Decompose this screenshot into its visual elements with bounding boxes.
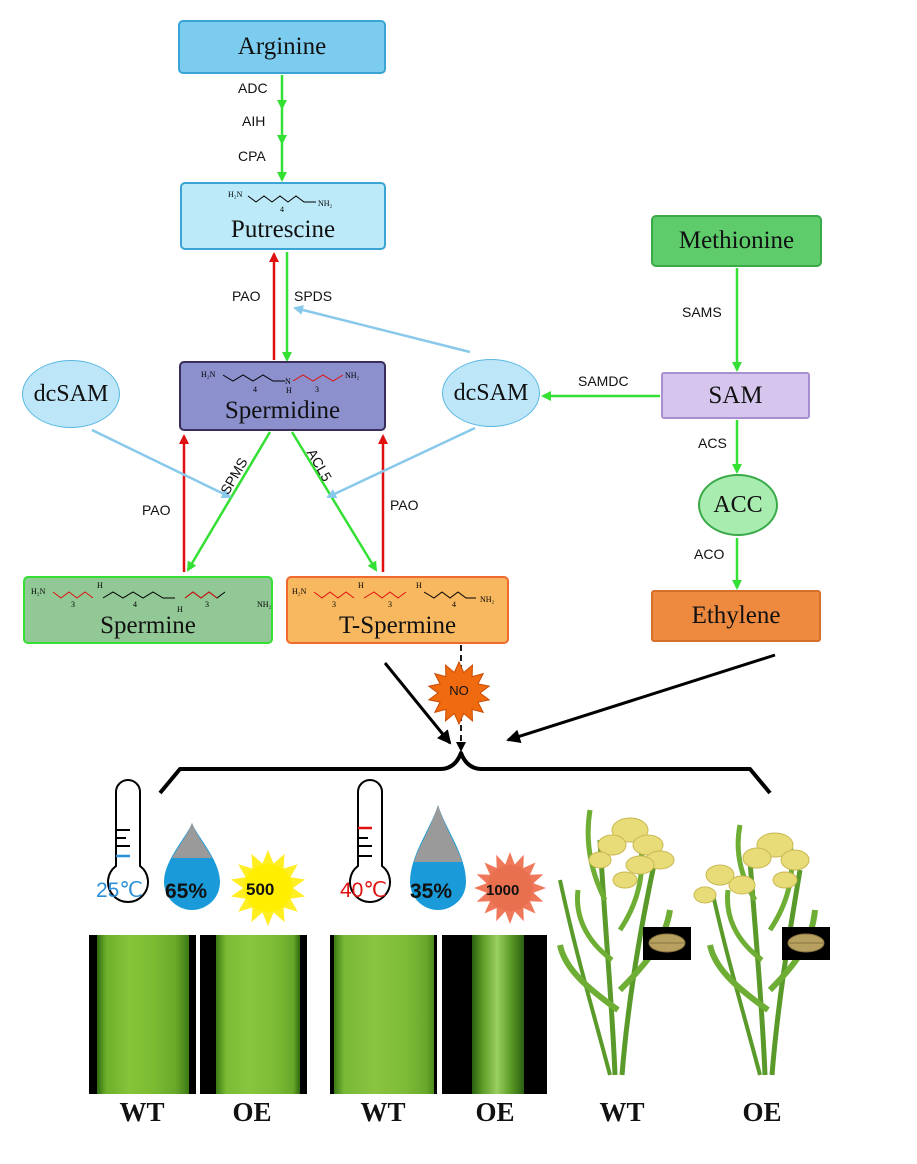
spermine-h2n: H₂N [31, 587, 46, 596]
tspermine-n3: 4 [452, 600, 456, 609]
spermidine-label: Spermidine [224, 397, 341, 424]
sam-box: SAM [661, 372, 810, 419]
label-wt-2: WT [360, 1097, 406, 1127]
enzyme-aco: ACO [694, 546, 725, 562]
ethylene-label: Ethylene [691, 602, 781, 629]
humidity-normal-label: 65% [165, 880, 208, 903]
enzyme-spds: SPDS [294, 288, 333, 304]
temp-normal-label: 25℃ [96, 879, 143, 902]
enzyme-sams: SAMS [682, 304, 722, 320]
arrow-polyamine-to-phenotype [383, 662, 452, 745]
putrescine-h2n: H₂N [228, 190, 243, 199]
tspermine-nh2: NH₂ [480, 595, 495, 604]
spermine-h1: H [97, 581, 103, 590]
dcsam-left-oval: dcSAM [22, 360, 120, 428]
leaf-photo-oe-normal [200, 935, 307, 1094]
tspermine-h1: H [358, 581, 364, 590]
arrow-spms [186, 431, 272, 572]
spermine-h2: H [177, 605, 183, 614]
enzyme-acs: ACS [698, 435, 727, 451]
water-drop-stress-icon [410, 805, 466, 910]
spermine-label: Spermine [100, 612, 196, 639]
spermine-n2: 4 [133, 600, 137, 609]
spermine-n3: 3 [205, 600, 209, 609]
dcsam-left-label: dcSAM [33, 380, 109, 407]
no-burst-icon [427, 660, 491, 726]
label-oe-2: OE [475, 1097, 515, 1127]
leaf-photo-oe-stress [442, 935, 547, 1094]
sam-label: SAM [708, 381, 763, 409]
thermometer-normal-icon [107, 779, 149, 903]
enzyme-pao-left: PAO [142, 502, 171, 518]
arrow-acl5 [290, 431, 378, 572]
ethylene-box: Ethylene [651, 590, 821, 642]
light-normal-label: 500 [246, 880, 275, 899]
tspermine-h2n: H₂N [292, 587, 307, 596]
dcsam-right-label: dcSAM [453, 379, 529, 406]
putrescine-box: H₂N NH₂ 4 Putrescine [180, 182, 386, 250]
putrescine-structure: H₂N NH₂ 4 [228, 190, 333, 214]
seed-inset-oe [782, 927, 830, 960]
tspermine-n2: 3 [388, 600, 392, 609]
dcsam-right-oval: dcSAM [442, 359, 540, 427]
spermidine-nh2: NH₂ [345, 371, 360, 380]
label-oe-3: OE [742, 1097, 782, 1127]
arginine-label: Arginine [237, 33, 327, 60]
spermidine-box: H₂N N H NH₂ 4 3 Spermidine [179, 361, 386, 431]
leaf-photo-wt-stress [330, 935, 437, 1094]
tspermine-box: H₂N H H NH₂ 3 3 4 T-Spermine [286, 576, 509, 644]
putrescine-label: Putrescine [230, 216, 336, 243]
tspermine-h2: H [416, 581, 422, 590]
enzyme-cpa: CPA [238, 148, 266, 164]
enzyme-adc: ADC [238, 80, 268, 96]
spermine-nh2: NH₂ [257, 600, 272, 609]
sun-stress-icon [474, 852, 546, 924]
no-label: NO [449, 683, 469, 698]
curly-bracket [158, 751, 772, 795]
seed-inset-wt [643, 927, 691, 960]
arrow-ethylene-to-phenotype [506, 653, 776, 744]
spermine-n1: 3 [71, 600, 75, 609]
thermometer-stress-icon [349, 779, 391, 903]
acc-label: ACC [713, 491, 763, 518]
humidity-stress-label: 35% [410, 880, 453, 903]
putrescine-n: 4 [280, 205, 284, 214]
methionine-box: Methionine [651, 215, 822, 267]
spermine-structure: H₂N H H NH₂ 3 4 3 [31, 581, 272, 614]
label-wt-1: WT [119, 1097, 165, 1127]
tspermine-label: T-Spermine [338, 612, 457, 639]
sun-normal-icon [231, 850, 305, 926]
putrescine-nh2: NH₂ [318, 199, 333, 208]
arrow-dcsam-left [91, 428, 232, 499]
light-stress-label: 1000 [486, 882, 520, 899]
spermine-box: H₂N H H NH₂ 3 4 3 Spermine [23, 576, 273, 644]
spermidine-n2: 3 [315, 385, 319, 394]
enzyme-aih: AIH [242, 113, 266, 129]
water-drop-normal-icon [164, 823, 220, 910]
temp-stress-label: 40℃ [340, 879, 387, 902]
leaf-photo-wt-normal [89, 935, 196, 1094]
arrow-dcsam-right [326, 426, 476, 499]
tspermine-n1: 3 [332, 600, 336, 609]
enzyme-samdc: SAMDC [578, 373, 629, 389]
methionine-label: Methionine [678, 227, 795, 254]
label-oe-1: OE [232, 1097, 272, 1127]
enzyme-pao-top: PAO [232, 288, 261, 304]
spermidine-n1: 4 [253, 385, 257, 394]
enzyme-pao-right: PAO [390, 497, 419, 513]
spermidine-structure: H₂N N H NH₂ 4 3 [201, 370, 360, 395]
tspermine-structure: H₂N H H NH₂ 3 3 4 [292, 581, 495, 609]
arginine-box: Arginine [178, 20, 386, 74]
acc-oval: ACC [698, 474, 778, 536]
arrow-dcsam-right-spds [293, 305, 471, 354]
spermidine-h: H [286, 386, 292, 395]
label-wt-3: WT [599, 1097, 645, 1127]
spermidine-h2n: H₂N [201, 370, 216, 379]
spermidine-n-atom: N [285, 377, 291, 386]
rice-plant-oe-icon [693, 824, 818, 1076]
